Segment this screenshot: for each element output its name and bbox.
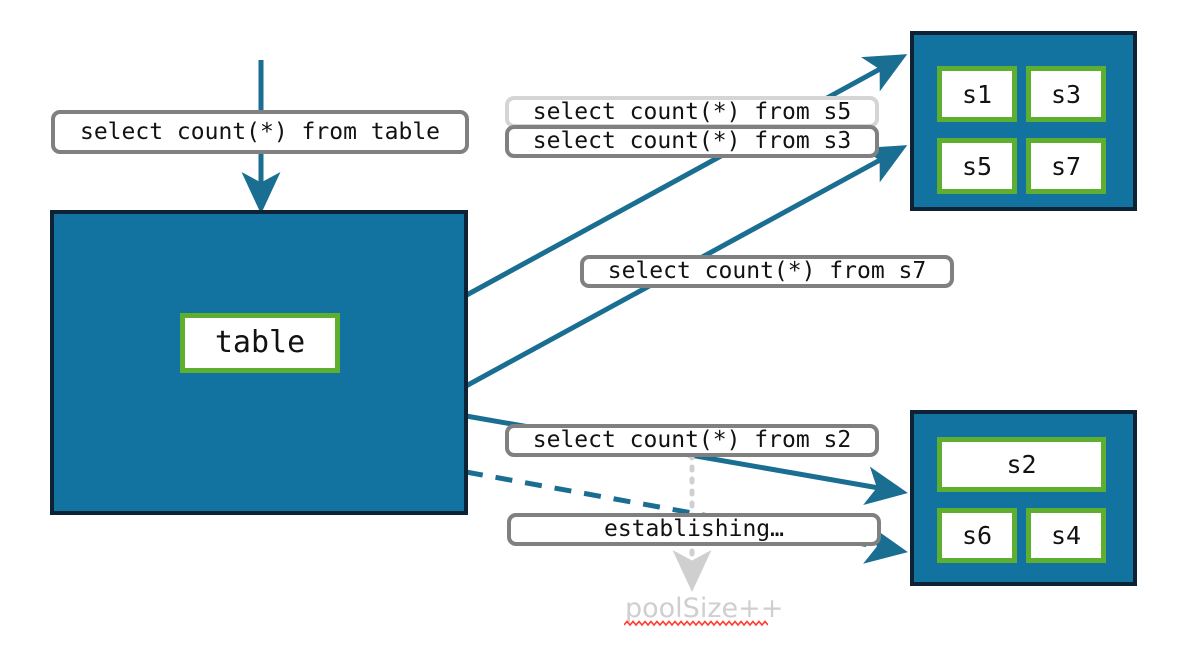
poolsize-note: poolSize++ xyxy=(625,595,783,622)
server-node-s3[interactable]: s3 xyxy=(1026,66,1106,122)
query-label-s5-text: select count(*) from s5 xyxy=(532,98,852,125)
server-node-s6-label: s6 xyxy=(961,521,993,550)
query-label-s3[interactable]: select count(*) from s3 xyxy=(505,125,879,158)
poolsize-note-text: poolSize++ xyxy=(625,593,784,624)
table-group[interactable] xyxy=(50,210,468,515)
server-node-s3-label: s3 xyxy=(1050,79,1082,109)
server-node-s2-label: s2 xyxy=(1006,450,1037,479)
server-node-s7[interactable]: s7 xyxy=(1026,138,1106,194)
query-label-s2[interactable]: select count(*) from s2 xyxy=(505,424,879,457)
server-node-s1-label: s1 xyxy=(961,79,993,109)
server-node-s5[interactable]: s5 xyxy=(937,138,1017,194)
query-label-s7[interactable]: select count(*) from s7 xyxy=(580,255,954,288)
query-label-s3-text: select count(*) from s3 xyxy=(532,128,852,154)
entry-query-label[interactable]: select count(*) from table xyxy=(51,110,469,154)
server-node-s5-label: s5 xyxy=(961,151,993,181)
establishing-label[interactable]: establishing… xyxy=(507,513,881,546)
server-node-s4[interactable]: s4 xyxy=(1026,508,1106,563)
query-label-s5[interactable]: select count(*) from s5 xyxy=(505,96,879,128)
server-node-s4-label: s4 xyxy=(1050,521,1082,550)
query-label-s2-text: select count(*) from s2 xyxy=(532,427,852,453)
table-node[interactable]: table xyxy=(180,313,340,373)
table-node-label: table xyxy=(214,325,306,360)
server-node-s6[interactable]: s6 xyxy=(937,508,1017,563)
query-label-s7-text: select count(*) from s7 xyxy=(607,258,927,284)
establishing-label-text: establishing… xyxy=(603,516,784,542)
server-node-s2[interactable]: s2 xyxy=(937,437,1106,492)
server-node-s7-label: s7 xyxy=(1050,151,1082,181)
server-node-s1[interactable]: s1 xyxy=(937,66,1017,122)
spellcheck-underline xyxy=(624,620,768,627)
entry-query-text: select count(*) from table xyxy=(79,118,441,145)
